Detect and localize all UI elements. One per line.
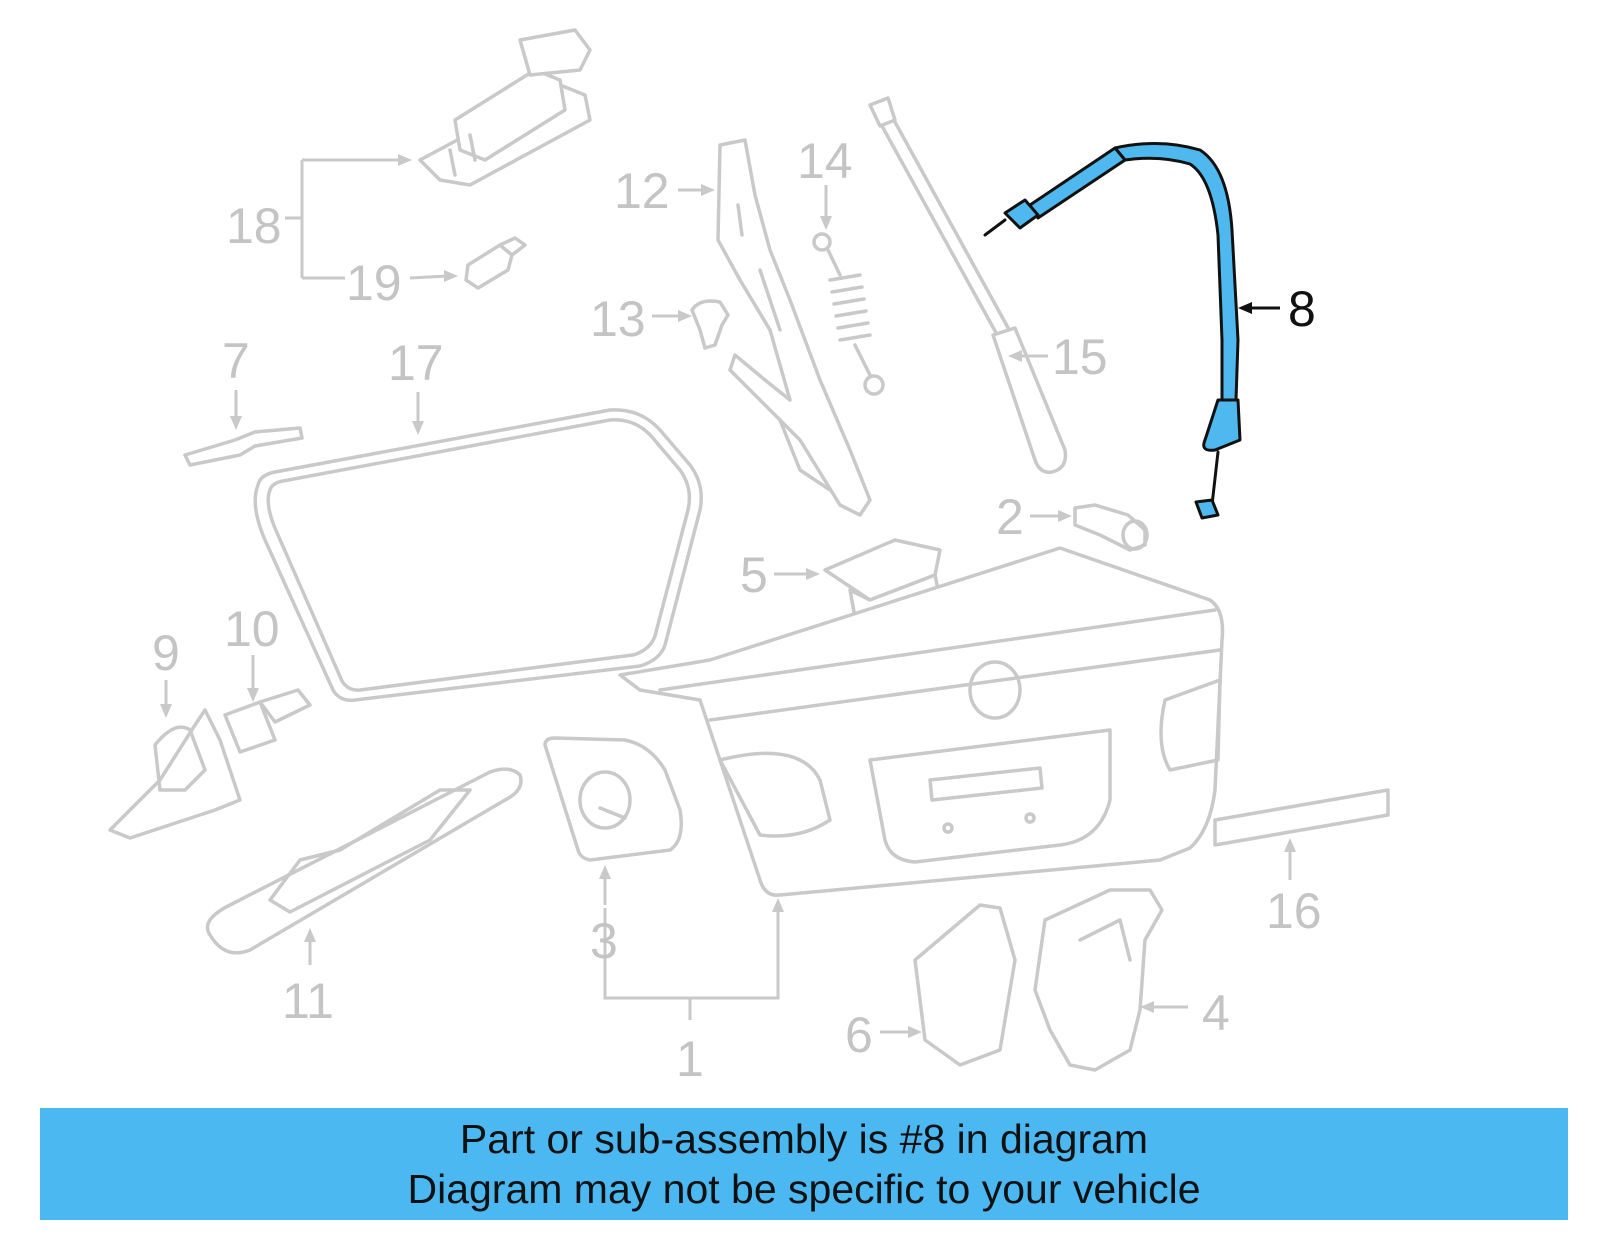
part-3-lamp-housing: [543, 736, 683, 862]
part-15-gas-strut: [868, 96, 1068, 474]
callout-15: 15: [1052, 329, 1108, 385]
callout-17: 17: [388, 335, 444, 391]
part-8-release-cable: [983, 142, 1242, 520]
part-10-switch: [223, 688, 312, 754]
callout-4: 4: [1202, 985, 1230, 1041]
callout-5: 5: [740, 547, 768, 603]
part-16-strip: [1213, 788, 1390, 847]
callout-18: 18: [226, 198, 282, 254]
part-11-handle: [205, 767, 523, 955]
callout-3: 3: [590, 913, 618, 969]
part-2-bumper: [1073, 503, 1149, 552]
callout-2: 2: [996, 489, 1024, 545]
callout-1: 1: [676, 1031, 704, 1087]
part-12-hinge: [716, 138, 872, 517]
part-9-bracket: [108, 708, 242, 840]
part-6-bracket: [913, 903, 1017, 1067]
banner-line-1: Part or sub-assembly is #8 in diagram: [459, 1116, 1149, 1162]
part-14-spring: [812, 232, 885, 396]
banner-line-2: Diagram may not be specific to your vehi…: [407, 1166, 1201, 1212]
callout-8: 8: [1288, 281, 1316, 337]
callout-7: 7: [222, 333, 250, 389]
part-17-weatherstrip: [253, 408, 703, 703]
part-1-trunk-lid: [618, 546, 1225, 897]
callout-16: 16: [1266, 883, 1322, 939]
part-4-latch: [1033, 888, 1164, 1072]
callout-13: 13: [590, 291, 646, 347]
callout-9: 9: [152, 625, 180, 681]
callout-6: 6: [845, 1007, 873, 1063]
callout-12: 12: [614, 163, 670, 219]
part-7-bracket: [183, 426, 304, 467]
callout-14: 14: [797, 133, 853, 189]
callout-10: 10: [224, 601, 280, 657]
callout-11: 11: [282, 973, 334, 1029]
callout-labels: 1 2 3 4 5 6 7 8 9 10 11 12 13 14 15 16 1…: [152, 133, 1322, 1087]
leader-lines: [160, 154, 1296, 1038]
info-banner: Part or sub-assembly is #8 in diagram Di…: [40, 1108, 1568, 1220]
part-13-clip: [690, 299, 730, 350]
part-19-bulb: [464, 236, 527, 290]
part-18-license-lamp: [418, 28, 592, 187]
callout-19: 19: [346, 255, 402, 311]
